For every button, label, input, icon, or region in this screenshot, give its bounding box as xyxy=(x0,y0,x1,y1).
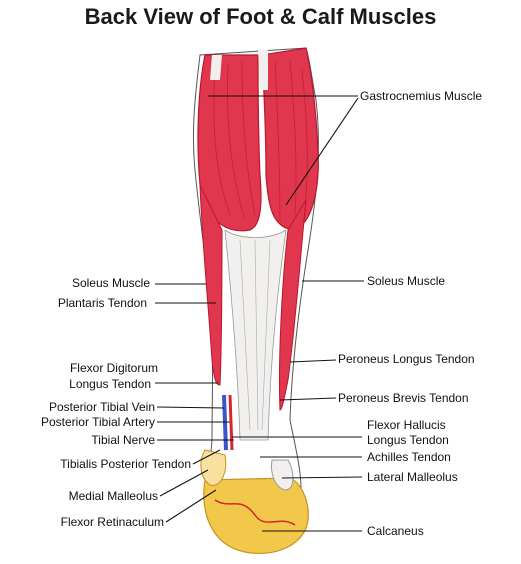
posterior-tibial-artery xyxy=(230,395,232,450)
label-tibial-nerve: Tibial Nerve xyxy=(91,433,155,447)
label-flexor-hallucis-1: Flexor Hallucis xyxy=(367,418,446,432)
label-post-tibial-artery: Posterior Tibial Artery xyxy=(41,415,155,429)
label-peroneus-brevis: Peroneus Brevis Tendon xyxy=(338,391,469,405)
label-plantaris: Plantaris Tendon xyxy=(58,296,147,310)
label-flexor-retinaculum: Flexor Retinaculum xyxy=(61,515,164,529)
label-flexor-digitorum-2: Longus Tendon xyxy=(69,377,151,391)
label-peroneus-longus: Peroneus Longus Tendon xyxy=(338,352,475,366)
label-tibialis-posterior: Tibialis Posterior Tendon xyxy=(60,457,191,471)
label-post-tibial-vein: Posterior Tibial Vein xyxy=(49,400,155,414)
label-flexor-hallucis-2: Longus Tendon xyxy=(367,433,449,447)
gastrocnemius-lateral-head xyxy=(262,48,318,230)
label-flexor-digitorum-1: Flexor Digitorum xyxy=(70,361,158,375)
label-soleus-left: Soleus Muscle xyxy=(72,276,150,290)
label-gastrocnemius: Gastrocnemius Muscle xyxy=(360,89,482,103)
label-calcaneus: Calcaneus xyxy=(367,524,424,538)
leader-peroneus-longus xyxy=(290,360,336,362)
label-medial-malleolus: Medial Malleolus xyxy=(69,489,158,503)
label-lateral-malleolus: Lateral Malleolus xyxy=(367,470,458,484)
upper-tendon-medial xyxy=(210,55,222,80)
label-soleus-right: Soleus Muscle xyxy=(367,274,445,288)
label-achilles: Achilles Tendon xyxy=(367,450,451,464)
leader-medial-malleolus xyxy=(160,470,208,496)
